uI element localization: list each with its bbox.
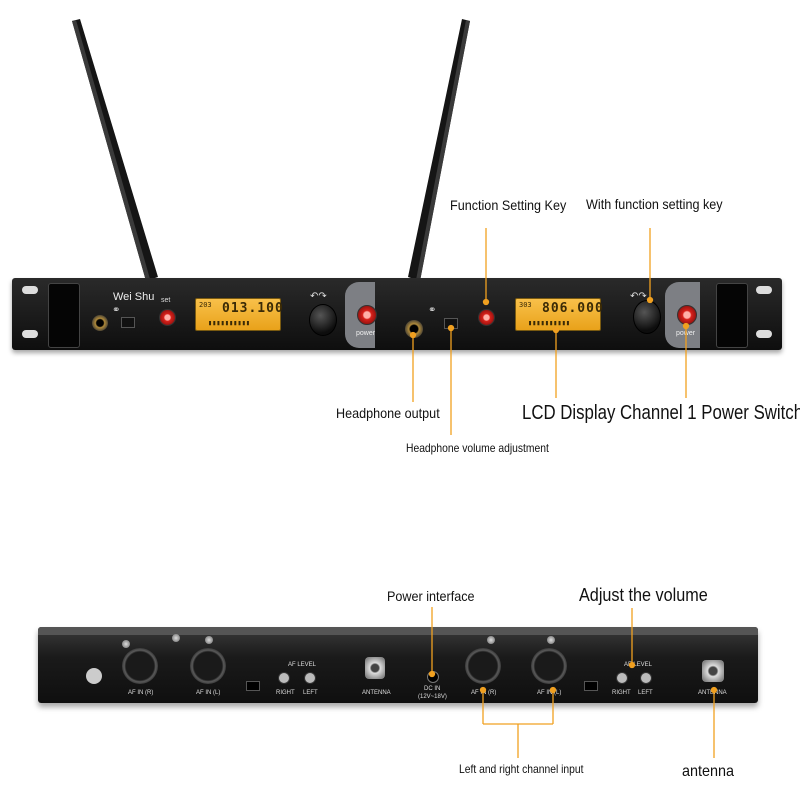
af-level-label: AF LEVEL	[624, 662, 653, 668]
callout-lcd-display-power-switch: LCD Display Channel 1 Power Switch	[522, 402, 800, 424]
left-label: LEFT	[638, 690, 653, 696]
switch[interactable]	[246, 681, 260, 691]
rotate-arrow-icon: ↶↷	[630, 291, 647, 302]
jack-label: AF IN (R)	[128, 690, 154, 696]
lcd-channel: 303	[519, 301, 532, 309]
lcd-display-right: 303 806.000 ▮▮▮▮▮▮▮▮▮▮	[515, 298, 604, 331]
xlr-input-1[interactable]	[122, 648, 158, 684]
rack-handle-left	[48, 283, 80, 348]
antenna-connector-2[interactable]	[702, 660, 724, 682]
lcd-frequency: 013.100	[222, 301, 284, 316]
callout-headphone-volume-adjustment: Headphone volume adjustment	[406, 441, 549, 455]
rear-panel	[38, 627, 758, 703]
rack-ear-hole	[22, 286, 38, 294]
headphone-icon: ⚭	[428, 305, 437, 316]
left-antenna	[72, 19, 158, 281]
left-label: LEFT	[303, 690, 318, 696]
right-label: RIGHT	[276, 690, 295, 696]
rack-ear-hole	[756, 286, 772, 294]
certification-badge	[86, 668, 102, 684]
antenna-label: ANTENNA	[362, 690, 391, 696]
rack-handle-right	[716, 283, 748, 348]
callout-adjust-the-volume: Adjust the volume	[579, 585, 708, 605]
af-level-trimmer[interactable]	[304, 672, 316, 684]
volume-switch-left[interactable]	[121, 317, 135, 328]
rack-ear-hole	[756, 330, 772, 338]
callout-headphone-output: Headphone output	[336, 405, 440, 421]
af-level-trimmer[interactable]	[278, 672, 290, 684]
lcd-level-bars: ▮▮▮▮▮▮▮▮▮▮	[528, 319, 571, 327]
right-antenna	[408, 19, 470, 281]
set-label: set	[161, 297, 171, 304]
af-level-trimmer[interactable]	[616, 672, 628, 684]
callout-power-interface: Power interface	[387, 588, 475, 604]
rear-panel-top-edge	[38, 627, 758, 635]
dc-in-label: DC IN	[424, 686, 441, 692]
antenna-label: ANTENNA	[698, 690, 727, 696]
callout-with-function-setting-key: With function setting key	[586, 196, 723, 212]
function-setting-key-right[interactable]	[478, 309, 495, 326]
callout-function-setting-key: Function Setting Key	[450, 197, 567, 213]
function-setting-key-left[interactable]	[159, 309, 176, 326]
screw	[122, 640, 130, 648]
screw	[547, 636, 555, 644]
switch[interactable]	[584, 681, 598, 691]
screw	[487, 636, 495, 644]
lcd-channel: 203	[199, 301, 212, 309]
rear-callout-lines	[428, 607, 718, 758]
screw	[205, 636, 213, 644]
right-label: RIGHT	[612, 690, 631, 696]
jack-label: AF IN (L)	[196, 690, 221, 696]
antenna-connector-1[interactable]	[365, 657, 385, 679]
xlr-input-3[interactable]	[465, 648, 501, 684]
power-button-left[interactable]	[357, 305, 377, 325]
screw	[172, 634, 180, 642]
front-callout-lines	[409, 228, 690, 435]
xlr-input-4[interactable]	[531, 648, 567, 684]
lcd-display-left: 203 013.100 ▮▮▮▮▮▮▮▮▮▮	[195, 298, 284, 331]
xlr-input-2[interactable]	[190, 648, 226, 684]
jack-label: AF IN (L)	[537, 690, 562, 696]
callout-antenna: antenna	[682, 763, 735, 780]
af-level-label: AF LEVEL	[288, 662, 317, 668]
lcd-frequency: 806.000	[542, 301, 604, 316]
headphone-output-jack[interactable]	[405, 320, 423, 338]
af-level-trimmer[interactable]	[640, 672, 652, 684]
rack-ear-hole	[22, 330, 38, 338]
headphone-jack-left[interactable]	[92, 315, 108, 331]
callout-left-right-channel-input: Left and right channel input	[459, 762, 584, 776]
volume-knob-left[interactable]	[309, 304, 337, 336]
rotate-arrow-icon: ↶↷	[310, 291, 327, 302]
lcd-level-bars: ▮▮▮▮▮▮▮▮▮▮	[208, 319, 251, 327]
dc-spec-label: (12V~18V)	[418, 694, 447, 700]
power-label-left: power	[356, 330, 376, 337]
headphone-icon: ⚭	[112, 305, 121, 316]
brand-label: Wei Shu	[113, 291, 155, 303]
